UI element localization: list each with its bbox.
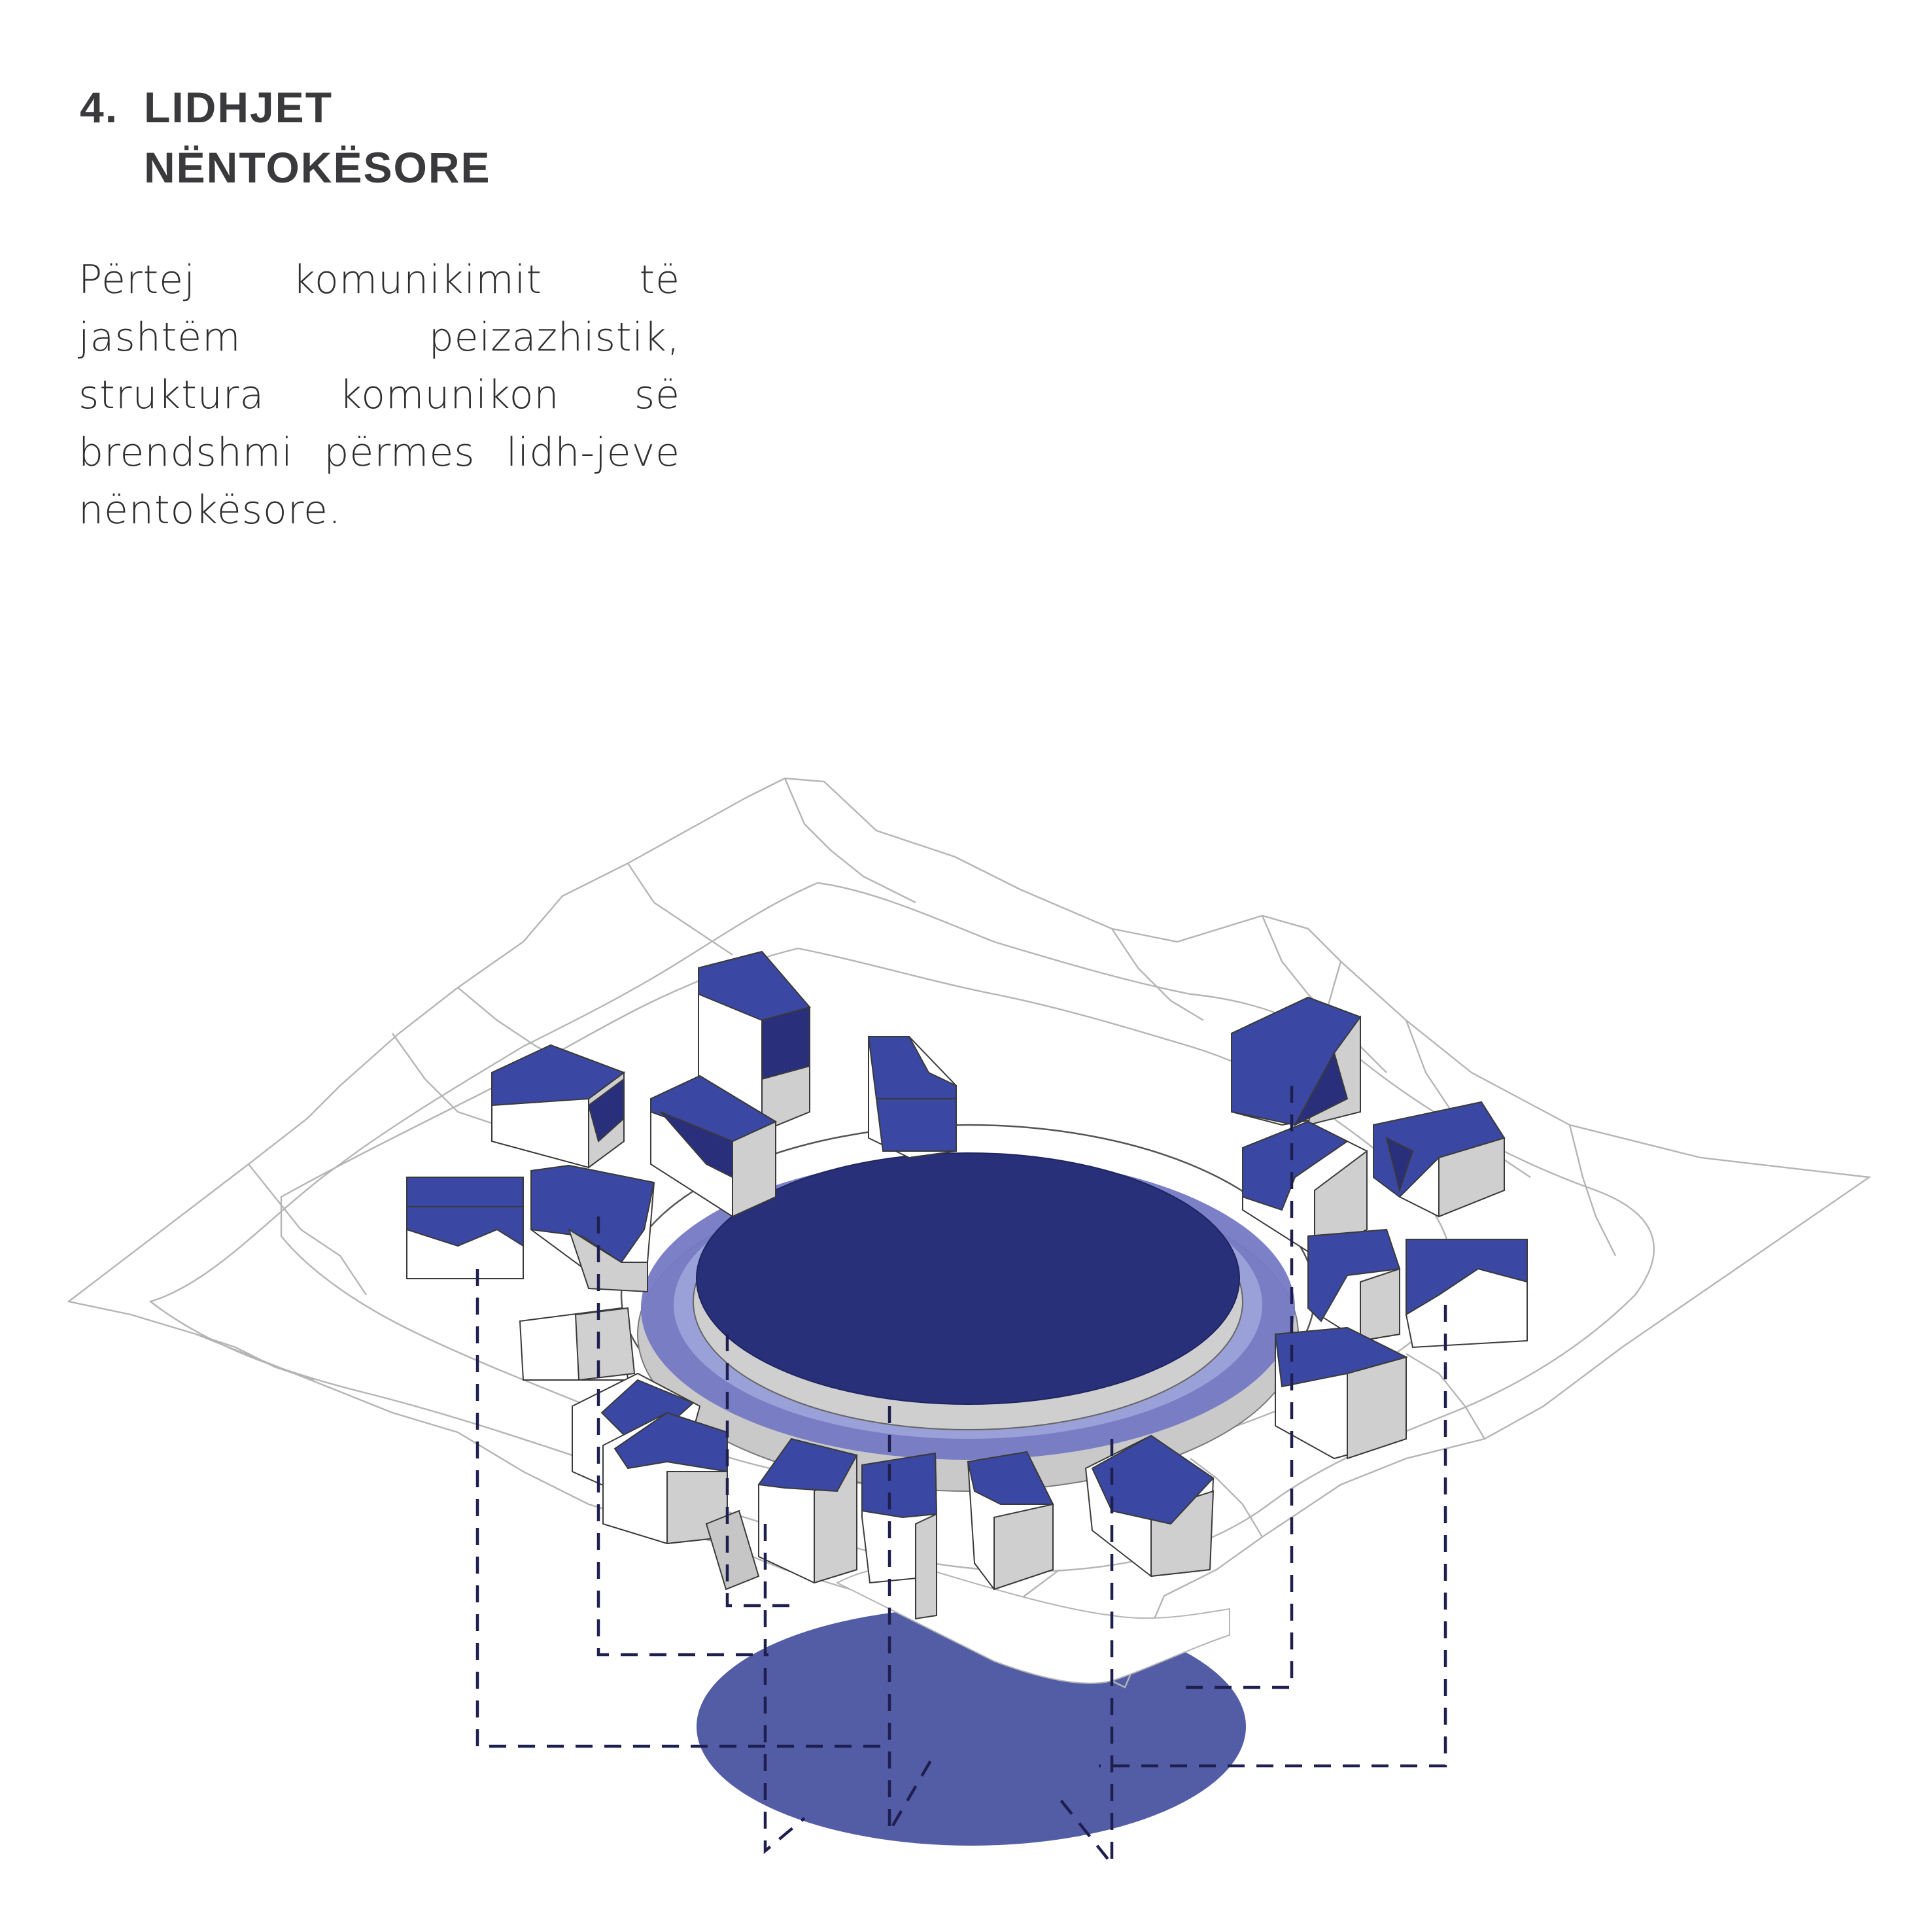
section-title-line1: LIDHJET	[144, 83, 334, 131]
building	[705, 1438, 858, 1591]
building	[530, 1164, 655, 1293]
building	[602, 1411, 728, 1545]
building	[650, 1075, 778, 1218]
section-heading: 4. LIDHJET NËNTOKËSORE	[80, 77, 491, 198]
building	[861, 1452, 938, 1620]
building	[1242, 1120, 1368, 1257]
building	[519, 1307, 636, 1381]
building	[406, 1177, 524, 1279]
building	[867, 1036, 957, 1159]
building	[967, 1451, 1054, 1591]
building	[1084, 1434, 1215, 1578]
building	[698, 950, 811, 1133]
section-title-line2: NËNTOKËSORE	[144, 143, 491, 192]
building	[1231, 996, 1362, 1127]
building	[1307, 1228, 1401, 1342]
building	[1406, 1239, 1528, 1349]
building	[1274, 1326, 1408, 1460]
building	[491, 1044, 626, 1169]
buildings	[406, 950, 1528, 1620]
building	[1373, 1101, 1506, 1218]
central-plaza	[696, 1152, 1240, 1405]
underground-connection-lines	[475, 1086, 1447, 1869]
section-description: Përtej komunikimit të jashtëm peizazhist…	[78, 257, 680, 533]
section-number: 4.	[80, 83, 119, 131]
